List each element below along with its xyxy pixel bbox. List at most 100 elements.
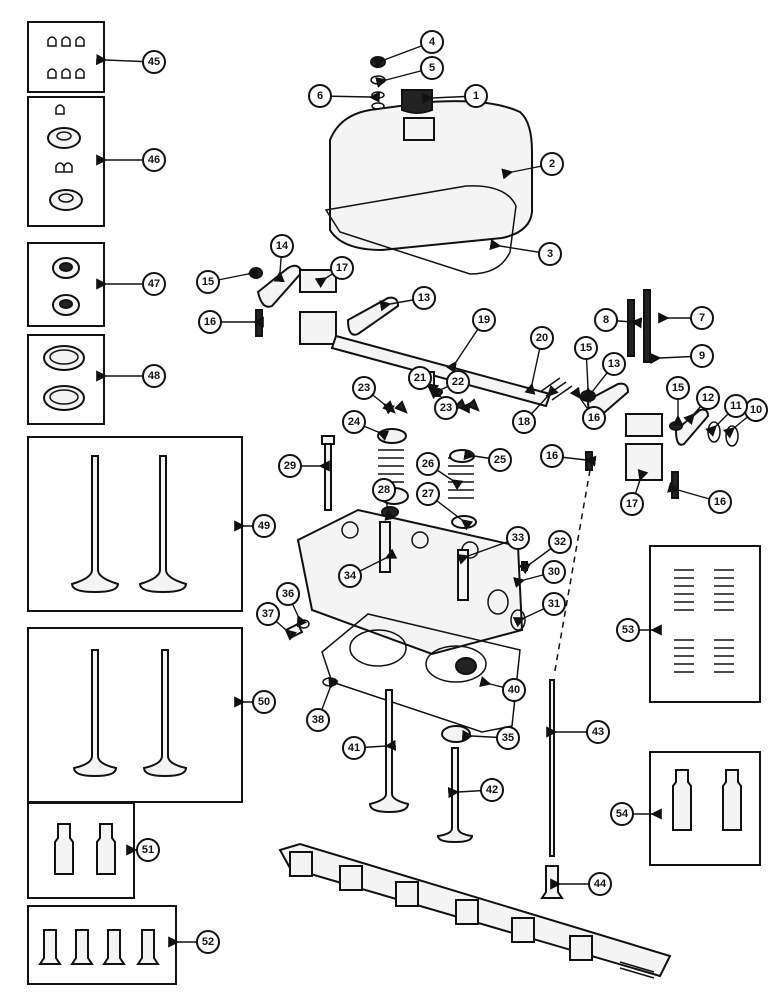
kit-box-53 [649, 545, 761, 703]
callout-number: 13 [608, 358, 620, 370]
callout-number: 51 [142, 844, 154, 856]
callout-circle [142, 50, 166, 74]
callout-28: 28 [372, 478, 396, 502]
callout-32: 32 [548, 530, 572, 554]
callout-circle [464, 84, 488, 108]
callout-37: 37 [256, 602, 280, 626]
callout-number: 15 [672, 382, 684, 394]
callout-circle [420, 56, 444, 80]
callout-number: 7 [699, 312, 705, 324]
callout-33: 33 [506, 526, 530, 550]
rocker-arm-left [249, 264, 400, 345]
callout-circle [480, 778, 504, 802]
callout-circle [308, 84, 332, 108]
callout-number: 19 [478, 314, 490, 326]
callout-6: 6 [308, 84, 332, 108]
callout-12: 12 [696, 386, 720, 410]
callout-circle [620, 492, 644, 516]
callout-51: 51 [136, 838, 160, 862]
callout-number: 42 [486, 784, 498, 796]
callout-number: 25 [494, 454, 506, 466]
kit-box-54 [649, 751, 761, 866]
callout-number: 5 [429, 62, 435, 74]
callout-number: 15 [580, 342, 592, 354]
callout-13: 13 [412, 286, 436, 310]
callout-44: 44 [588, 872, 612, 896]
callout-number: 54 [616, 808, 629, 820]
callout-circle [542, 592, 566, 616]
callout-number: 31 [548, 598, 560, 610]
callout-19: 19 [472, 308, 496, 332]
callout-number: 26 [422, 458, 434, 470]
callout-circle [434, 396, 458, 420]
callout-circle [496, 726, 520, 750]
callout-2: 2 [540, 152, 564, 176]
callout-number: 17 [336, 262, 348, 274]
callout-circle [136, 838, 160, 862]
callout-34: 34 [338, 564, 362, 588]
callout-circle [252, 690, 276, 714]
callout-52: 52 [196, 930, 220, 954]
exhaust-valve-icon [72, 649, 188, 778]
callout-29: 29 [278, 454, 302, 478]
callout-circle [724, 394, 748, 418]
cover-gasket [324, 185, 517, 275]
callout-41: 41 [342, 736, 366, 760]
callout-3: 3 [538, 242, 562, 266]
callout-27: 27 [416, 482, 440, 506]
callout-circle [342, 736, 366, 760]
callout-4: 4 [420, 30, 444, 54]
callout-number: 37 [262, 608, 274, 620]
callout-30: 30 [542, 560, 566, 584]
callout-number: 53 [622, 624, 634, 636]
callout-15: 15 [574, 336, 598, 360]
callout-circle [574, 336, 598, 360]
callout-47: 47 [142, 272, 166, 296]
callout-circle [416, 482, 440, 506]
callout-circle [502, 678, 526, 702]
callout-number: 52 [202, 936, 214, 948]
callout-circle [602, 352, 626, 376]
valve-guide-icon [54, 823, 116, 875]
callout-circle [690, 344, 714, 368]
seat-ring-icon [43, 345, 85, 411]
callout-circle [610, 802, 634, 826]
callout-8: 8 [594, 308, 618, 332]
callout-circle [506, 526, 530, 550]
callout-18: 18 [512, 410, 536, 434]
callout-circle [512, 410, 536, 434]
callout-23: 23 [352, 376, 376, 400]
callout-number: 40 [508, 684, 520, 696]
callout-49: 49 [252, 514, 276, 538]
oil-seal-icon [52, 257, 80, 316]
callout-number: 14 [276, 240, 289, 252]
callout-number: 29 [284, 460, 296, 472]
callout-number: 36 [282, 588, 294, 600]
callout-circle [408, 366, 432, 390]
callout-16: 16 [198, 310, 222, 334]
pushrod-and-tappet [540, 469, 591, 899]
callout-17: 17 [620, 492, 644, 516]
callout-circle [616, 618, 640, 642]
callout-circle [306, 708, 330, 732]
callout-circle [198, 310, 222, 334]
callout-number: 50 [258, 696, 270, 708]
callout-45: 45 [142, 50, 166, 74]
callout-53: 53 [616, 618, 640, 642]
callout-number: 6 [317, 90, 323, 102]
callout-number: 13 [418, 292, 430, 304]
callout-circle [256, 602, 280, 626]
rocker-shaft [330, 334, 552, 408]
callout-number: 44 [594, 878, 607, 890]
callout-number: 2 [549, 158, 555, 170]
kit-box-50 [27, 627, 243, 803]
callout-circle [690, 306, 714, 330]
callout-number: 47 [148, 278, 160, 290]
kit-box-49 [27, 436, 243, 612]
callout-number: 22 [452, 376, 464, 388]
callout-21: 21 [408, 366, 432, 390]
lower-valves [368, 689, 474, 844]
callout-circle [416, 452, 440, 476]
callout-number: 20 [536, 332, 548, 344]
